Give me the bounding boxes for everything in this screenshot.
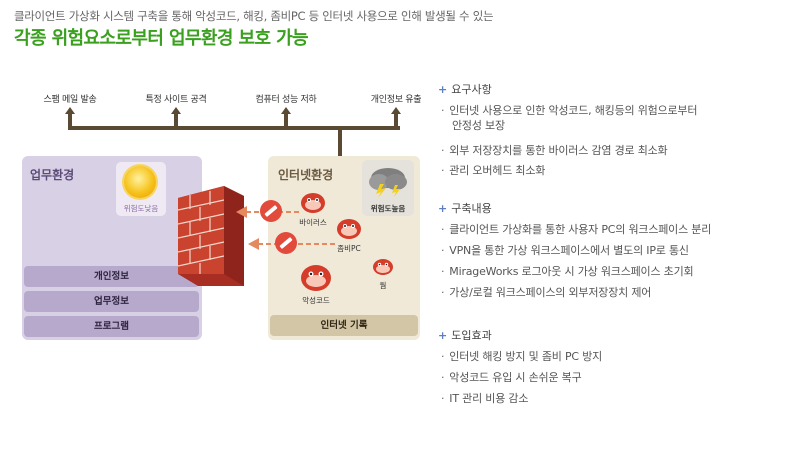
connector-line [284, 113, 288, 128]
work-risk-label: 위험도낮음 [123, 204, 159, 213]
page-title: 각종 위험요소로부터 업무환경 보호 가능 [14, 28, 309, 49]
list-item: 인터넷 사용으로 인한 악성코드, 해킹등의 위험으로부터 [441, 103, 697, 118]
connector-line [174, 113, 178, 128]
list-item: 클라이언트 가상화를 통한 사용자 PC의 워크스페이스 분리 [441, 222, 711, 237]
arrow-up-icon [281, 107, 291, 114]
connector-line [68, 113, 72, 128]
work-environment-panel [22, 156, 202, 340]
threat-label-performance: 컴퓨터 성능 저하 [255, 95, 317, 105]
page-subtitle: 클라이언트 가상화 시스템 구축을 통해 악성코드, 해킹, 좀비PC 등 인터… [14, 9, 494, 23]
work-row-personal-info: 개인정보 [24, 266, 199, 287]
worm-monster-icon [373, 259, 393, 275]
virus-monster-icon [301, 193, 325, 213]
arrow-up-icon [65, 107, 75, 114]
plus-icon: + [438, 83, 448, 96]
threat-label-spam: 스팸 메일 발송 [43, 95, 97, 105]
monster-label-zombie-pc: 좀비PC [337, 244, 361, 253]
section-heading-requirements: +요구사항 [438, 83, 492, 96]
connector-bar [68, 126, 400, 130]
arrow-up-icon [171, 107, 181, 114]
malware-monster-icon [301, 265, 331, 291]
list-item: 외부 저장장치를 통한 바이러스 감염 경로 최소화 [441, 143, 667, 158]
work-environment-title: 업무환경 [30, 168, 75, 182]
list-item: 인터넷 해킹 방지 및 좀비 PC 방지 [441, 349, 602, 364]
list-item: VPN을 통한 가상 워크스페이스에서 별도의 IP로 통신 [441, 243, 689, 258]
connector-line [394, 113, 398, 128]
internet-risk-label: 위험도높음 [370, 204, 406, 213]
plus-icon: + [438, 202, 448, 215]
list-item: 악성코드 유입 시 손쉬운 복구 [441, 370, 581, 385]
list-item: MirageWorks 로그아웃 시 가상 워크스페이스 초기회 [441, 264, 693, 279]
storm-cloud-icon [369, 168, 407, 198]
section-heading-effects: +도입효과 [438, 329, 492, 342]
list-item-continuation: 안정성 보장 [452, 119, 505, 132]
list-item: 가상/로컬 워크스페이스의 외부저장장치 제어 [441, 285, 651, 300]
zombie-pc-monster-icon [337, 219, 361, 239]
no-entry-icon [275, 232, 297, 254]
threat-label-site-attack: 특정 사이트 공격 [145, 95, 207, 105]
internet-history-row: 인터넷 기록 [270, 315, 418, 336]
plus-icon: + [438, 329, 448, 342]
monster-label-malware: 악성코드 [302, 296, 330, 305]
sun-icon [124, 166, 156, 198]
section-heading-implementation: +구축내용 [438, 202, 492, 215]
monster-label-worm: 웜 [379, 281, 387, 290]
monster-label-virus: 바이러스 [299, 218, 327, 227]
list-item: IT 관리 비용 감소 [441, 391, 528, 406]
connector-line [338, 128, 342, 156]
internet-environment-title: 인터넷환경 [278, 168, 334, 182]
blocked-arrow-icon [248, 238, 336, 250]
firewall-icon [178, 186, 244, 286]
work-row-program: 프로그램 [24, 316, 199, 337]
list-item: 관리 오버헤드 최소화 [441, 163, 545, 178]
arrow-up-icon [391, 107, 401, 114]
no-entry-icon [260, 200, 282, 222]
work-row-business-info: 업무정보 [24, 291, 199, 312]
threat-label-privacy: 개인정보 유출 [370, 95, 422, 105]
